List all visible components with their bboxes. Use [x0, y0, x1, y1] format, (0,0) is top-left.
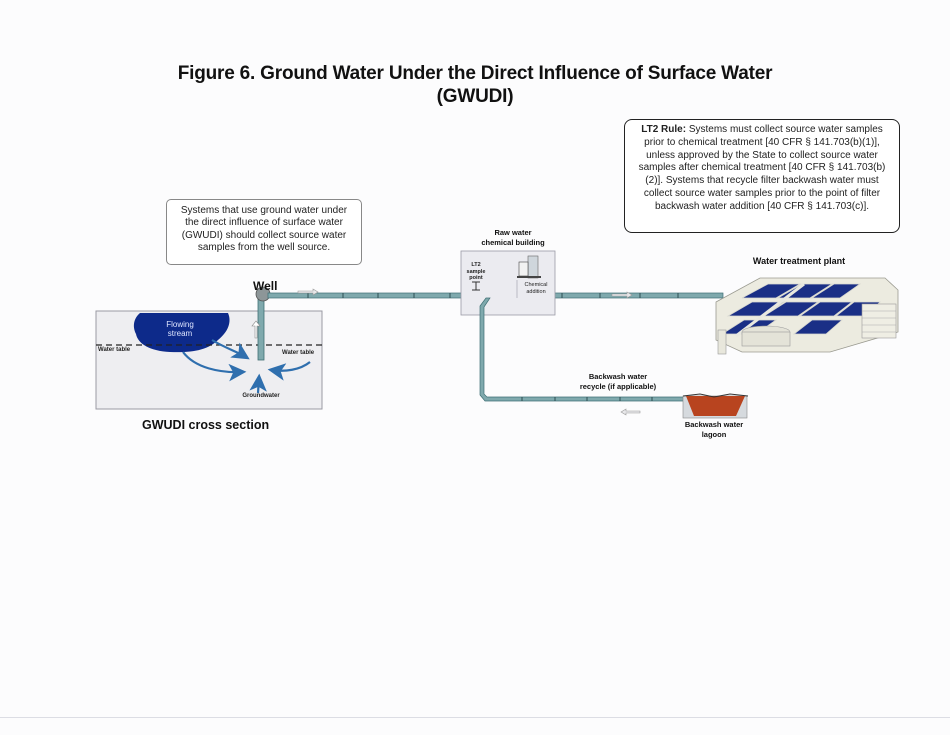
- well-casing: [257, 297, 265, 361]
- gwudi-note-line4: samples from the well source.: [197, 242, 331, 254]
- sample-tap-icon: [472, 281, 480, 291]
- lt2-sample-point-label: LT2 sample point: [466, 262, 486, 281]
- water-table-right-label: Water table: [282, 350, 315, 356]
- chemical-addition-label: Chemical addition: [524, 282, 548, 295]
- treatment-plant-label: Water treatment plant: [752, 256, 846, 266]
- chemical-tank-icon: [517, 255, 541, 279]
- gwudi-note-callout: Systems that use ground water under the …: [166, 199, 362, 265]
- flowing-stream-label: Flowing stream: [166, 320, 194, 338]
- gwudi-note-line1: Systems that use ground water under: [180, 205, 348, 216]
- lt2-rule-heading: LT2 Rule:: [641, 124, 687, 135]
- cross-section-caption: GWUDI cross section: [142, 418, 270, 432]
- figure-title-line2: (GWUDI): [436, 86, 514, 107]
- flow-arrow-right-2: [611, 291, 633, 299]
- chemical-building-box: [460, 250, 556, 316]
- lt2-rule-callout: LT2 Rule: Systems must collect source wa…: [624, 119, 900, 233]
- well-up-arrow: [251, 320, 261, 339]
- groundwater-flow-arrows: [182, 339, 311, 394]
- flow-arrow-left: [620, 408, 641, 416]
- water-table-left-label: Water table: [98, 347, 131, 353]
- page-edge-line: [0, 717, 950, 718]
- flowing-stream-shape: [133, 313, 230, 353]
- gwudi-note-line3: (GWUDI) should collect source water: [181, 229, 347, 241]
- flow-arrow-right-1: [297, 288, 319, 296]
- water-treatment-plant-graphic: [715, 277, 899, 355]
- groundwater-label: Groundwater: [242, 393, 280, 399]
- lt2-rule-text: Systems must collect source water sample…: [638, 124, 886, 212]
- figure-title-line1: Figure 6. Ground Water Under the Direct …: [177, 63, 773, 84]
- backwash-recycle-label: Backwash water recycle (if applicable): [579, 372, 657, 391]
- backwash-lagoon-shape: [682, 393, 749, 419]
- backwash-lagoon-label: Backwash water lagoon: [684, 420, 744, 439]
- well-label: Well: [253, 279, 278, 293]
- chemical-building-label: Raw water chemical building: [481, 228, 545, 247]
- figure-title: Figure 6. Ground Water Under the Direct …: [0, 62, 950, 108]
- gwudi-note-line2: the direct influence of surface water: [185, 217, 343, 229]
